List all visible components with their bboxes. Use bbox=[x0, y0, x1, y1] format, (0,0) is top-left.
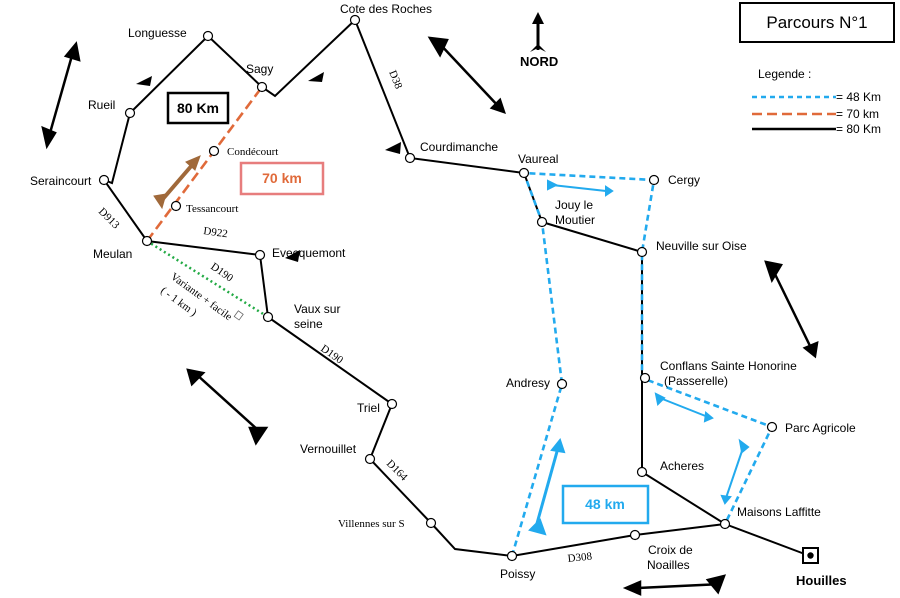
box-70km bbox=[239, 161, 325, 196]
legend-label-80: = 80 Km bbox=[836, 122, 881, 136]
label-vaux-line1: Vaux sur bbox=[294, 302, 340, 316]
label-conflans-line2: (Passerelle) bbox=[664, 374, 728, 388]
box-80km bbox=[166, 91, 230, 125]
route-nodes bbox=[98, 14, 778, 562]
node-acheres bbox=[636, 466, 648, 478]
label-rueil: Rueil bbox=[88, 98, 115, 112]
brown-direction-arrow bbox=[153, 155, 201, 210]
node-meulan bbox=[141, 235, 153, 247]
label-poissy: Poissy bbox=[500, 567, 535, 581]
label-acheres: Acheres bbox=[660, 459, 704, 473]
node-andresy bbox=[556, 378, 568, 390]
road-d190-b: D190 bbox=[318, 343, 345, 367]
box-70km-label: 70 km bbox=[262, 170, 302, 186]
label-villennes: Villennes sur S bbox=[338, 518, 405, 530]
label-jouy-line2: Moutier bbox=[555, 213, 595, 227]
label-triel: Triel bbox=[357, 401, 380, 415]
label-seraincourt: Seraincourt bbox=[30, 174, 92, 188]
node-triel bbox=[386, 398, 398, 410]
node-sagy bbox=[256, 81, 268, 93]
node-jouy-le-moutier bbox=[536, 216, 548, 228]
node-conflans bbox=[639, 372, 651, 384]
node-parc-agricole bbox=[766, 421, 778, 433]
node-seraincourt bbox=[98, 174, 110, 186]
node-maisons-laffitte bbox=[719, 518, 731, 530]
label-vaureal: Vaureal bbox=[518, 152, 558, 166]
road-labels: D38 D913 D922 D190 D190 D164 D308 bbox=[96, 69, 593, 565]
node-evecquemont bbox=[254, 249, 266, 261]
node-vaux-sur-seine bbox=[262, 311, 274, 323]
label-vernouillet: Vernouillet bbox=[300, 442, 357, 456]
node-cote-des-roches bbox=[349, 14, 361, 26]
node-rueil bbox=[124, 107, 136, 119]
label-neuville: Neuville sur Oise bbox=[656, 239, 747, 253]
label-sagy: Sagy bbox=[246, 62, 273, 76]
wind-arrows bbox=[41, 36, 819, 596]
label-cergy: Cergy bbox=[668, 173, 700, 187]
north-label: NORD bbox=[520, 54, 558, 69]
road-d164: D164 bbox=[384, 458, 410, 484]
node-cergy bbox=[648, 174, 660, 186]
label-andresy: Andresy bbox=[506, 376, 550, 390]
node-tessancourt bbox=[170, 200, 182, 212]
node-croix-de-noailles bbox=[629, 529, 641, 541]
node-villennes bbox=[425, 517, 437, 529]
houilles-marker bbox=[802, 547, 819, 564]
place-labels: Longuesse Cote des Roches Sagy Rueil Con… bbox=[30, 2, 856, 588]
node-poissy bbox=[506, 550, 518, 562]
label-evecquemont: Evecquemont bbox=[272, 246, 346, 260]
node-vaureal bbox=[518, 167, 530, 179]
node-longuesse bbox=[202, 30, 214, 42]
title-box bbox=[739, 2, 895, 43]
direction-markers bbox=[136, 72, 401, 262]
label-parc-agricole: Parc Agricole bbox=[785, 421, 856, 435]
legend-heading: Legende : bbox=[758, 67, 811, 81]
box-48km-label: 48 km bbox=[585, 496, 625, 512]
legend-label-48: = 48 Km bbox=[836, 90, 881, 104]
box-80km-label: 80 Km bbox=[177, 100, 219, 116]
node-vernouillet bbox=[364, 453, 376, 465]
node-courdimanche bbox=[404, 152, 416, 164]
north-arrow-icon bbox=[530, 12, 546, 52]
variante-route bbox=[146, 239, 269, 319]
label-maisons-laffitte: Maisons Laffitte bbox=[737, 505, 821, 519]
label-longuesse: Longuesse bbox=[128, 26, 187, 40]
node-neuville-sur-oise bbox=[636, 246, 648, 258]
map-title: Parcours N°1 bbox=[766, 13, 867, 32]
route-70km bbox=[145, 86, 264, 242]
route-80km bbox=[101, 18, 811, 558]
label-jouy-line1: Jouy le bbox=[555, 198, 593, 212]
label-croix-line2: Noailles bbox=[647, 558, 690, 572]
legend-label-70: = 70 km bbox=[836, 107, 879, 121]
road-d308: D308 bbox=[567, 550, 593, 565]
road-d38: D38 bbox=[386, 69, 404, 92]
blue-direction-arrows bbox=[528, 179, 750, 536]
label-tessancourt: Tessancourt bbox=[186, 203, 238, 215]
label-courdimanche: Courdimanche bbox=[420, 140, 498, 154]
road-d922: D922 bbox=[203, 225, 229, 240]
label-croix-line1: Croix de bbox=[648, 543, 693, 557]
label-cote-des-roches: Cote des Roches bbox=[340, 2, 432, 16]
label-conflans-line1: Conflans Sainte Honorine bbox=[660, 359, 797, 373]
node-condecourt bbox=[208, 145, 220, 157]
label-vaux-line2: seine bbox=[294, 317, 323, 331]
legend: Legende : = 48 Km = 70 km = 80 Km bbox=[752, 67, 881, 136]
label-meulan: Meulan bbox=[93, 247, 132, 261]
label-condecourt: Condécourt bbox=[227, 146, 278, 158]
box-48km bbox=[561, 484, 650, 525]
road-d913: D913 bbox=[96, 206, 122, 232]
label-houilles: Houilles bbox=[796, 573, 847, 588]
